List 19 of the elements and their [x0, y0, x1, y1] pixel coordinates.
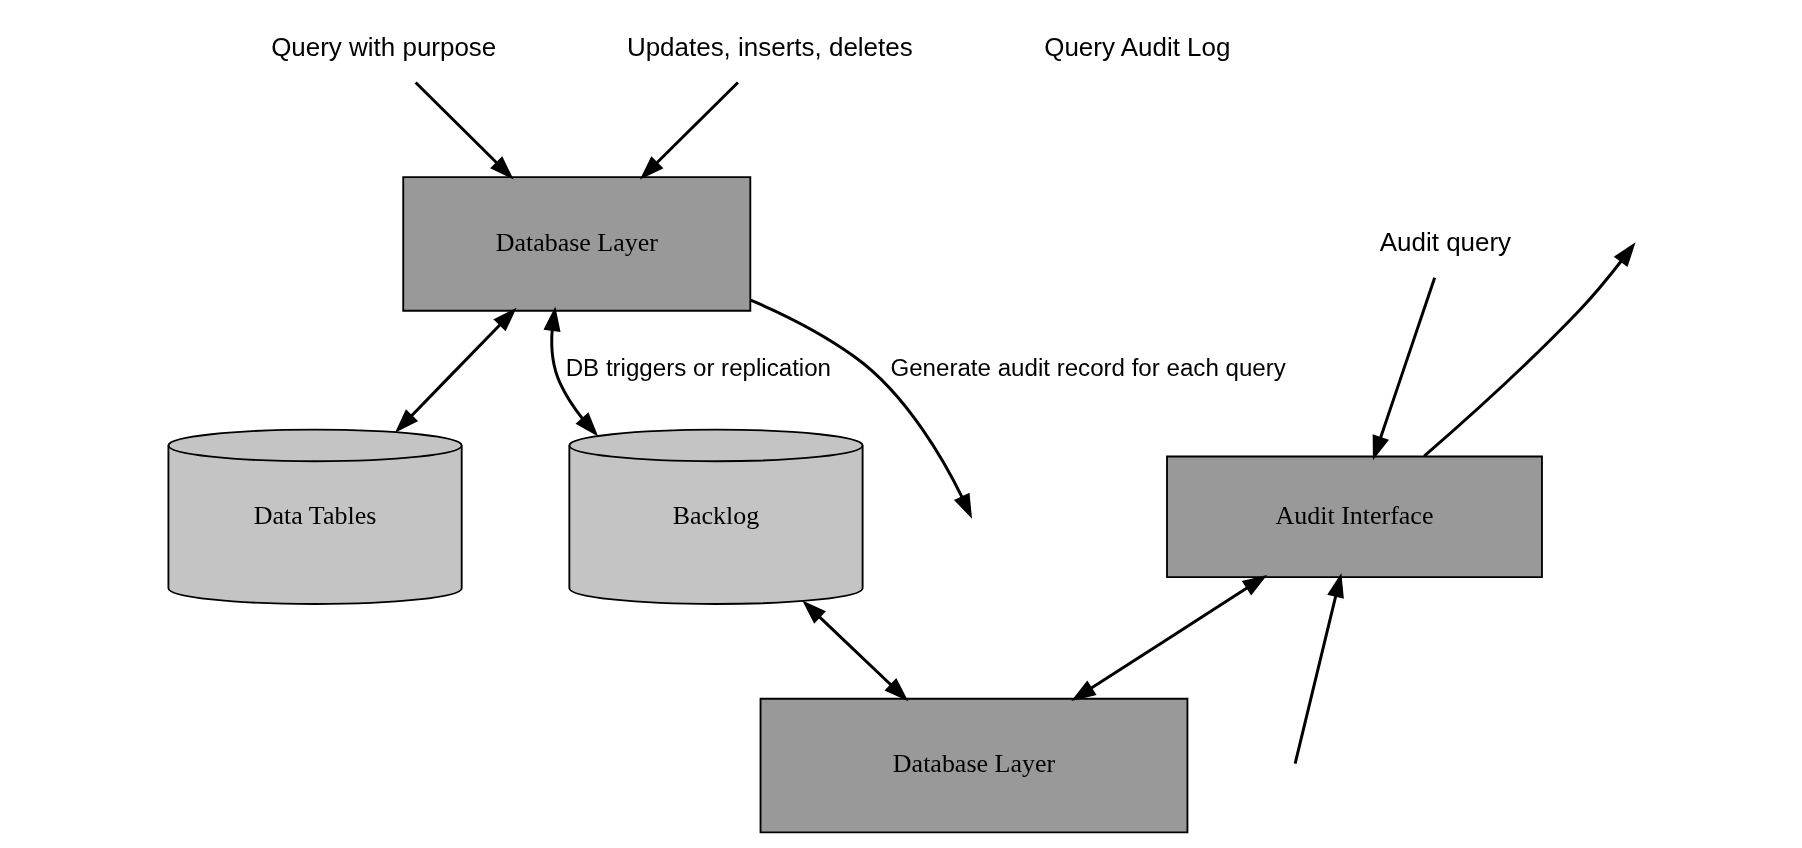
edge-label: Generate audit record for each query	[890, 354, 1286, 382]
arrow	[543, 306, 599, 437]
label: Query Audit Log	[1044, 31, 1231, 62]
arrow	[1293, 573, 1344, 764]
arrow	[414, 81, 514, 180]
node-box: Database Layer	[402, 176, 752, 312]
node-box: Audit Interface	[1166, 455, 1543, 579]
edge-label: DB triggers or replication	[565, 354, 831, 382]
node-text: Updates, inserts, deletes	[626, 31, 913, 62]
arrow	[1372, 277, 1437, 461]
arrow	[395, 307, 517, 433]
arrow	[802, 600, 909, 702]
arrow	[1071, 574, 1268, 701]
arrow	[750, 298, 973, 519]
arrow	[1423, 242, 1636, 458]
arrow	[639, 81, 739, 180]
node-text: Audit query	[1379, 226, 1512, 257]
node-text: Query with purpose	[271, 31, 497, 62]
node-box: Database Layer	[759, 697, 1189, 834]
